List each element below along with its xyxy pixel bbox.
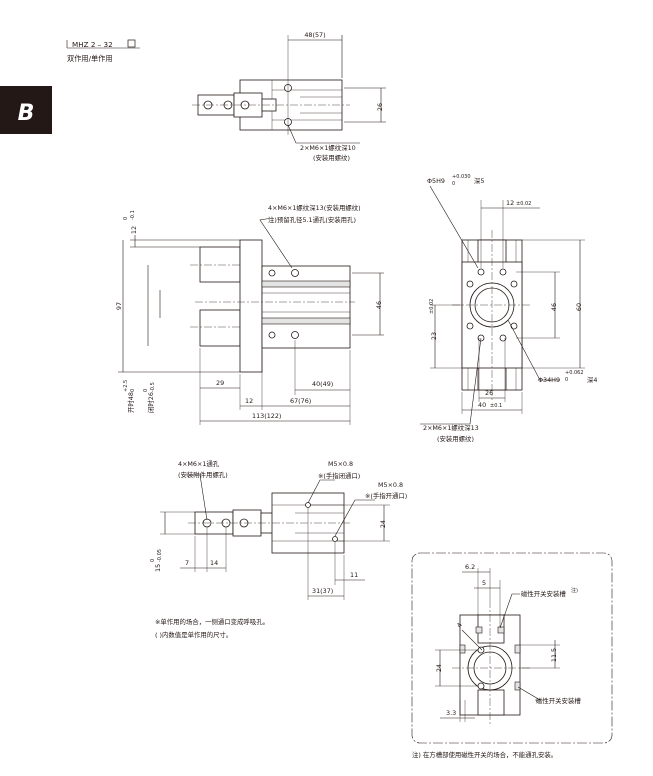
- side-note-line1: 4×M6×1螺纹深13(安装用螺纹): [268, 203, 361, 212]
- side-dim-29: 29: [216, 379, 224, 387]
- side-dim-113-122: 113(122): [252, 412, 281, 420]
- svg-text:+2.5: +2.5: [123, 380, 129, 392]
- notes: ※单作用的场合，一侧通口变成呼吸孔。 ( )内数值是单作用的尺寸。: [155, 617, 269, 639]
- port-open-size: M5×0.8: [378, 481, 403, 489]
- svg-text:±0.02: ±0.02: [516, 201, 531, 207]
- model-header: MHZ 2 – 32 双作用/单作用: [66, 39, 140, 63]
- svg-text:±0.02: ±0.02: [429, 299, 435, 314]
- top-note-line2: (安装用螺纹): [313, 153, 350, 162]
- side-dim-67-76: 67(76): [290, 397, 311, 405]
- side-note-line2: 注)预留孔径5.1通孔(安装用孔): [268, 215, 356, 224]
- switch-groove-lower: [514, 681, 521, 691]
- svg-text:+0.030: +0.030: [452, 174, 471, 180]
- detail-dim-11-5: 11.5: [550, 648, 558, 662]
- detail-dim-24: 24: [435, 664, 443, 672]
- top-dim-width: 48(57): [304, 31, 325, 39]
- model-number: MHZ 2 – 32: [72, 40, 113, 49]
- side-finger-upper: [199, 246, 241, 283]
- port-close: [305, 502, 311, 508]
- port-open: [332, 536, 338, 542]
- port-close-size: M5×0.8: [328, 460, 353, 468]
- svg-text:0: 0: [452, 181, 455, 187]
- detail-switch-label-lower: 磁性开关安装槽: [536, 696, 581, 705]
- top-dim-height: 26: [376, 103, 384, 111]
- side-mount-hole-2: [291, 331, 299, 339]
- detail-box: 6.2 5 磁性开关安装槽 注) 4 24 11.5 磁性开关安装槽 3.3: [411, 552, 613, 744]
- svg-text:0: 0: [150, 559, 156, 562]
- note-parentheses: ( )内数值是单作用的尺寸。: [155, 630, 232, 639]
- model-option-box: [127, 39, 136, 48]
- model-subtitle: 双作用/单作用: [67, 54, 113, 63]
- svg-text:深5: 深5: [474, 176, 484, 185]
- side-dim-closed: 闭时26: [146, 392, 155, 413]
- side-dim-12b: 12: [245, 397, 253, 405]
- svg-text:深4: 深4: [587, 375, 597, 384]
- bottom-note-left-line1: 4×M6×1通孔: [178, 459, 220, 468]
- detail-bottom-note: 注) 在方槽部使用磁性开关的场合，不能通孔安装。: [412, 750, 557, 759]
- detail-dim-4: 4: [455, 621, 464, 629]
- port-close-label: ※(手指闭通口): [318, 471, 360, 480]
- svg-text:-0.1: -0.1: [130, 210, 136, 220]
- end-pin-hole: [477, 268, 485, 276]
- side-dim-open: 开时48: [126, 392, 135, 413]
- bottom-dim-31-37: 31(37): [312, 587, 333, 595]
- top-note-line1: 2×M6×1螺纹深10: [300, 143, 356, 152]
- svg-text:0: 0: [143, 389, 149, 392]
- port-open-label: ※(手指开通口): [365, 491, 407, 500]
- end-bore-label: Φ34H9: [538, 376, 560, 384]
- bottom-dim-11: 11: [350, 571, 358, 579]
- side-body: [261, 265, 351, 349]
- svg-text:注): 注): [571, 587, 578, 594]
- side-finger-lower: [199, 309, 241, 347]
- end-dim-26: 26: [485, 389, 493, 397]
- end-dim-46: 46: [550, 303, 558, 311]
- svg-text:-0.05: -0.05: [157, 549, 163, 562]
- bottom-dim-24: 24: [379, 520, 387, 528]
- side-dim-46: 46: [375, 301, 383, 309]
- bottom-dim-7: 7: [185, 559, 189, 567]
- side-dim-40-49: 40(49): [312, 380, 333, 388]
- top-view: 48(57) 26 2×M6×1螺纹深10 (安装用螺纹): [192, 31, 386, 162]
- side-view: 4×M6×1螺纹深13(安装用螺纹) 注)预留孔径5.1通孔(安装用孔) 12 …: [115, 203, 384, 425]
- switch-groove-upper: [475, 626, 483, 634]
- bottom-note-left-line2: (安装附件用螺孔): [178, 470, 228, 479]
- section-tab-letter: B: [18, 101, 35, 126]
- section-tab: B: [0, 86, 52, 134]
- end-dim-60: 60: [575, 303, 583, 311]
- bottom-dim-15: 15: [154, 564, 162, 572]
- detail-dim-5: 5: [482, 579, 486, 587]
- svg-text:±0.1: ±0.1: [490, 403, 502, 409]
- side-mount-hole-1: [291, 269, 299, 277]
- end-note-line2: (安装用螺纹): [437, 434, 474, 443]
- svg-text:-0.5: -0.5: [150, 382, 156, 392]
- svg-text:0: 0: [130, 389, 136, 392]
- end-dim-12: 12: [506, 199, 514, 207]
- end-pin-hole-label: Φ5H9: [427, 177, 445, 185]
- svg-text:0: 0: [123, 217, 129, 220]
- end-dim-23: 23: [430, 332, 438, 340]
- detail-dim-6-2: 6.2: [465, 563, 475, 571]
- svg-text:+0.062: +0.062: [565, 370, 584, 376]
- end-dim-40: 40: [478, 401, 486, 409]
- end-note-line1: 2×M6×1螺纹深13: [423, 423, 479, 432]
- detail-dim-3-3: 3.3: [446, 709, 456, 717]
- svg-text:0: 0: [565, 377, 568, 383]
- bottom-dim-14: 14: [210, 559, 218, 567]
- side-dim-97: 97: [115, 302, 123, 310]
- side-flange: [239, 239, 263, 373]
- side-dim-12: 12: [130, 226, 138, 234]
- detail-switch-label-upper: 磁性开关安装槽: [521, 589, 566, 598]
- bottom-view: 4×M6×1通孔 (安装附件用螺孔) M5×0.8 ※(手指闭通口) M5×0.…: [150, 459, 407, 600]
- end-view: Φ5H9 +0.030 0 深5 12 ±0.02 46 60 23 ±0.02…: [420, 174, 597, 443]
- note-single-acting: ※单作用的场合，一侧通口变成呼吸孔。: [155, 617, 269, 626]
